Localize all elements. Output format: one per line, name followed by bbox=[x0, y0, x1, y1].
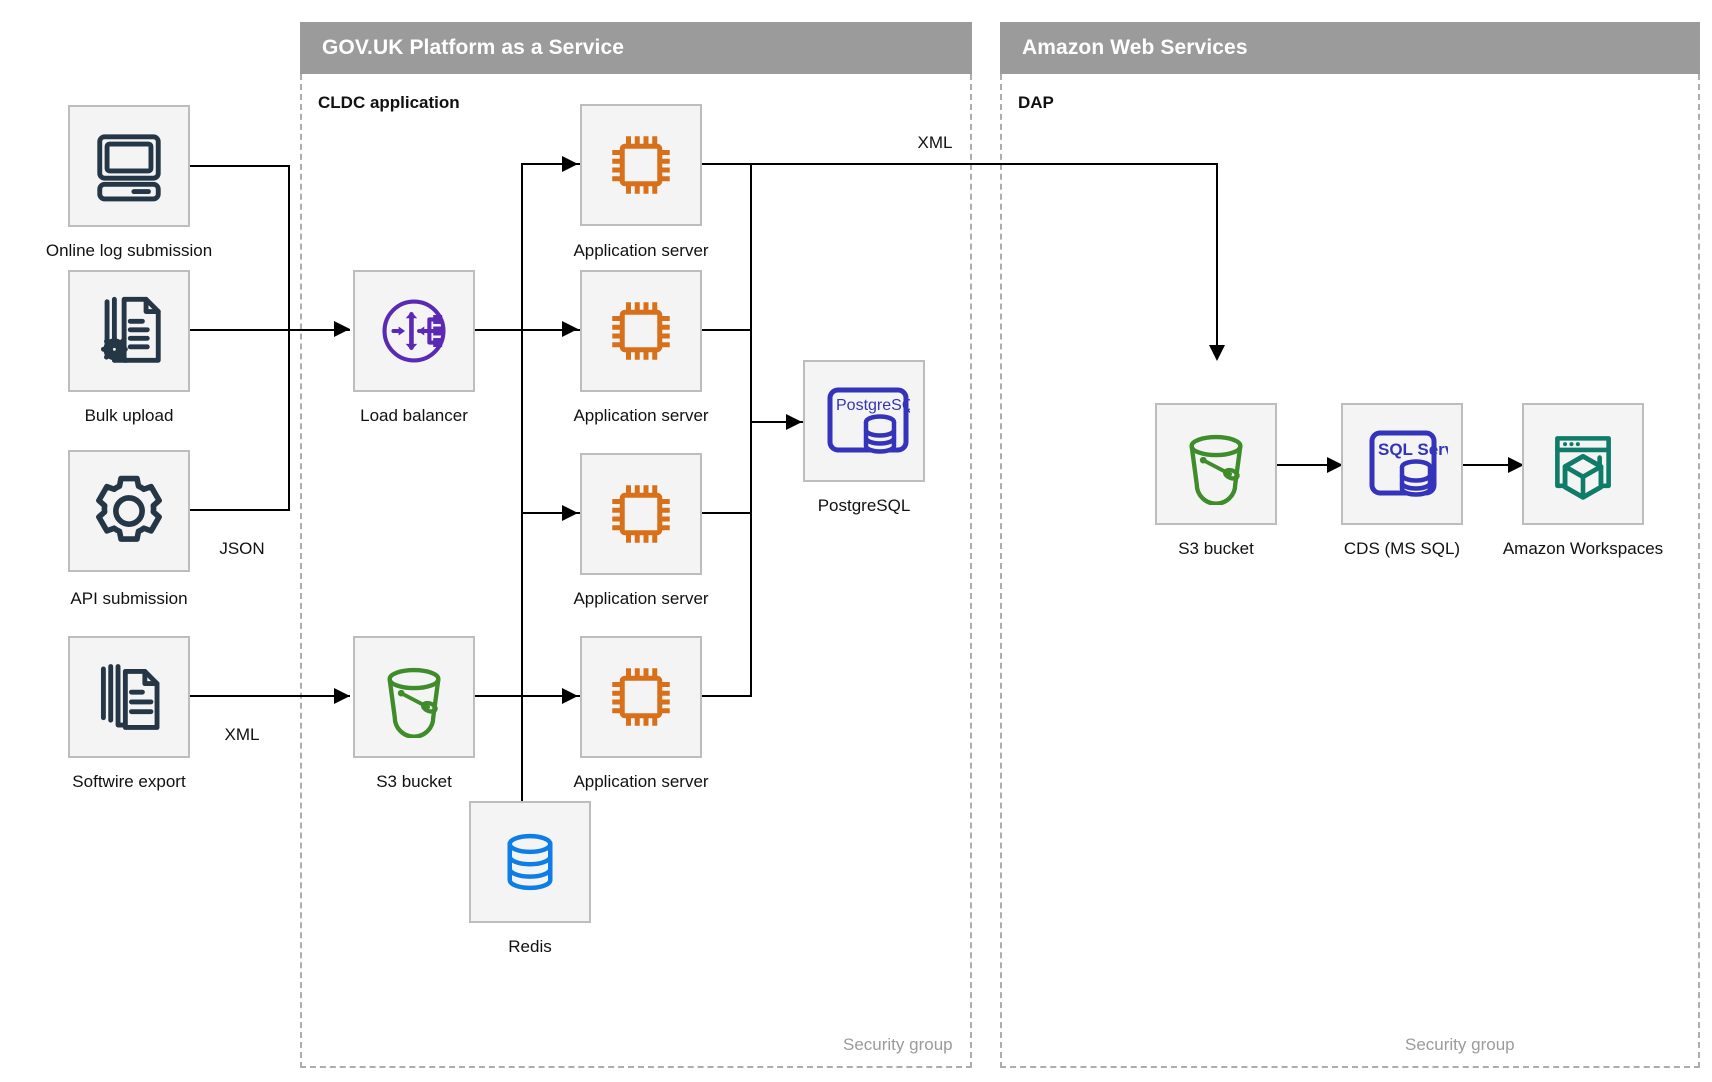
node-label-app-server-3: Application server bbox=[573, 589, 709, 608]
group-header-paas-label: GOV.UK Platform as a Service bbox=[322, 36, 624, 59]
node-s3-bucket-paas[interactable] bbox=[353, 636, 475, 758]
security-group-label-paas: Security group bbox=[843, 1035, 953, 1054]
database-cylinder-icon bbox=[494, 826, 566, 898]
desktop-computer-icon bbox=[90, 127, 168, 205]
edge-online-log-to-bus bbox=[180, 165, 290, 167]
node-label-app-server-4: Application server bbox=[573, 772, 709, 791]
arrowhead-into-s3-paas bbox=[334, 688, 350, 704]
node-label-amazon-workspaces: Amazon Workspaces bbox=[1502, 539, 1664, 558]
sql-server-database-icon: SQL Server bbox=[1356, 423, 1448, 505]
node-label-redis: Redis bbox=[508, 937, 552, 956]
edge-app2-out bbox=[690, 329, 752, 331]
cpu-chip-icon bbox=[601, 125, 681, 205]
node-postgresql[interactable]: PostgreSQL bbox=[803, 360, 925, 482]
node-label-load-balancer: Load balancer bbox=[360, 406, 468, 425]
document-gear-icon bbox=[90, 292, 168, 370]
edge-cds-to-workspaces bbox=[1458, 464, 1522, 466]
arrowhead-into-app1 bbox=[562, 156, 578, 172]
group-header-aws: Amazon Web Services bbox=[1000, 22, 1700, 74]
node-cds-ms-sql[interactable]: SQL Server bbox=[1341, 403, 1463, 525]
cpu-chip-icon bbox=[601, 474, 681, 554]
node-app-server-4[interactable] bbox=[580, 636, 702, 758]
edge-s3-to-app4 bbox=[475, 695, 585, 697]
group-header-paas: GOV.UK Platform as a Service bbox=[300, 22, 972, 74]
edge-api-to-bus bbox=[180, 509, 290, 511]
arrowhead-into-postgresql bbox=[786, 414, 802, 430]
edge-bus-to-app3 bbox=[521, 512, 581, 514]
edge-app-collector-bus bbox=[750, 163, 752, 697]
node-label-online-log-submission: Online log submission bbox=[45, 241, 213, 260]
arrowhead-into-app2 bbox=[562, 321, 578, 337]
edge-bus-to-app1 bbox=[521, 163, 581, 165]
load-balancer-icon bbox=[373, 290, 455, 372]
edge-s3aws-to-cds bbox=[1277, 464, 1341, 466]
security-group-label-aws: Security group bbox=[1405, 1035, 1515, 1054]
edge-xml-to-aws bbox=[690, 163, 1218, 165]
node-label-api-submission: API submission bbox=[70, 589, 188, 608]
svg-text:PostgreSQL: PostgreSQL bbox=[836, 397, 910, 414]
edge-loadbalancer-to-appbus bbox=[475, 329, 580, 331]
node-softwire-export[interactable] bbox=[68, 636, 190, 758]
node-label-s3-bucket-aws: S3 bucket bbox=[1178, 539, 1254, 558]
edge-collector-to-postgresql bbox=[750, 421, 804, 423]
bucket-icon bbox=[1175, 423, 1257, 505]
edge-label-xml-out: XML bbox=[913, 133, 957, 153]
node-label-bulk-upload: Bulk upload bbox=[84, 406, 174, 425]
security-group-aws bbox=[1000, 74, 1700, 1068]
node-s3-bucket-aws[interactable] bbox=[1155, 403, 1277, 525]
node-amazon-workspaces[interactable] bbox=[1522, 403, 1644, 525]
documents-stack-icon bbox=[90, 658, 168, 736]
node-label-softwire-export: Softwire export bbox=[72, 772, 186, 791]
edge-app-distribution-bus bbox=[521, 163, 523, 811]
node-load-balancer[interactable] bbox=[353, 270, 475, 392]
edge-label-xml-in: XML bbox=[220, 725, 264, 745]
node-app-server-3[interactable] bbox=[580, 453, 702, 575]
svg-text:SQL Server: SQL Server bbox=[1378, 440, 1448, 459]
edge-bus-vertical-left bbox=[288, 165, 290, 510]
edge-app3-out bbox=[690, 512, 752, 514]
workspaces-window-cube-icon bbox=[1542, 423, 1624, 505]
node-label-app-server-1: Application server bbox=[573, 241, 709, 260]
security-group-paas bbox=[300, 74, 972, 1068]
node-redis[interactable] bbox=[469, 801, 591, 923]
cpu-chip-icon bbox=[601, 291, 681, 371]
bucket-icon bbox=[373, 656, 455, 738]
node-label-postgresql: PostgreSQL bbox=[817, 496, 911, 515]
node-api-submission[interactable] bbox=[68, 450, 190, 572]
node-label-cds-ms-sql: CDS (MS SQL) bbox=[1343, 539, 1461, 558]
edge-bulk-to-loadbalancer bbox=[180, 329, 350, 331]
node-app-server-1[interactable] bbox=[580, 104, 702, 226]
node-app-server-2[interactable] bbox=[580, 270, 702, 392]
edge-xml-down-to-s3aws bbox=[1216, 163, 1218, 349]
node-online-log-submission[interactable] bbox=[68, 105, 190, 227]
edge-label-json: JSON bbox=[215, 539, 269, 559]
arrowhead-into-workspaces bbox=[1508, 457, 1524, 473]
edge-softwire-to-s3 bbox=[180, 695, 350, 697]
subtitle-cldc-application: CLDC application bbox=[318, 93, 460, 112]
gear-icon bbox=[89, 471, 169, 551]
edge-app4-out bbox=[690, 695, 752, 697]
arrowhead-into-cds bbox=[1327, 457, 1343, 473]
group-header-aws-label: Amazon Web Services bbox=[1022, 36, 1248, 59]
node-label-app-server-2: Application server bbox=[573, 406, 709, 425]
arrowhead-into-app3 bbox=[562, 505, 578, 521]
node-bulk-upload[interactable] bbox=[68, 270, 190, 392]
node-label-s3-bucket-paas: S3 bucket bbox=[376, 772, 452, 791]
arrowhead-into-s3-aws bbox=[1209, 345, 1225, 361]
arrowhead-into-loadbalancer bbox=[334, 321, 350, 337]
postgresql-database-icon: PostgreSQL bbox=[818, 380, 910, 462]
cpu-chip-icon bbox=[601, 657, 681, 737]
subtitle-dap: DAP bbox=[1018, 93, 1054, 112]
